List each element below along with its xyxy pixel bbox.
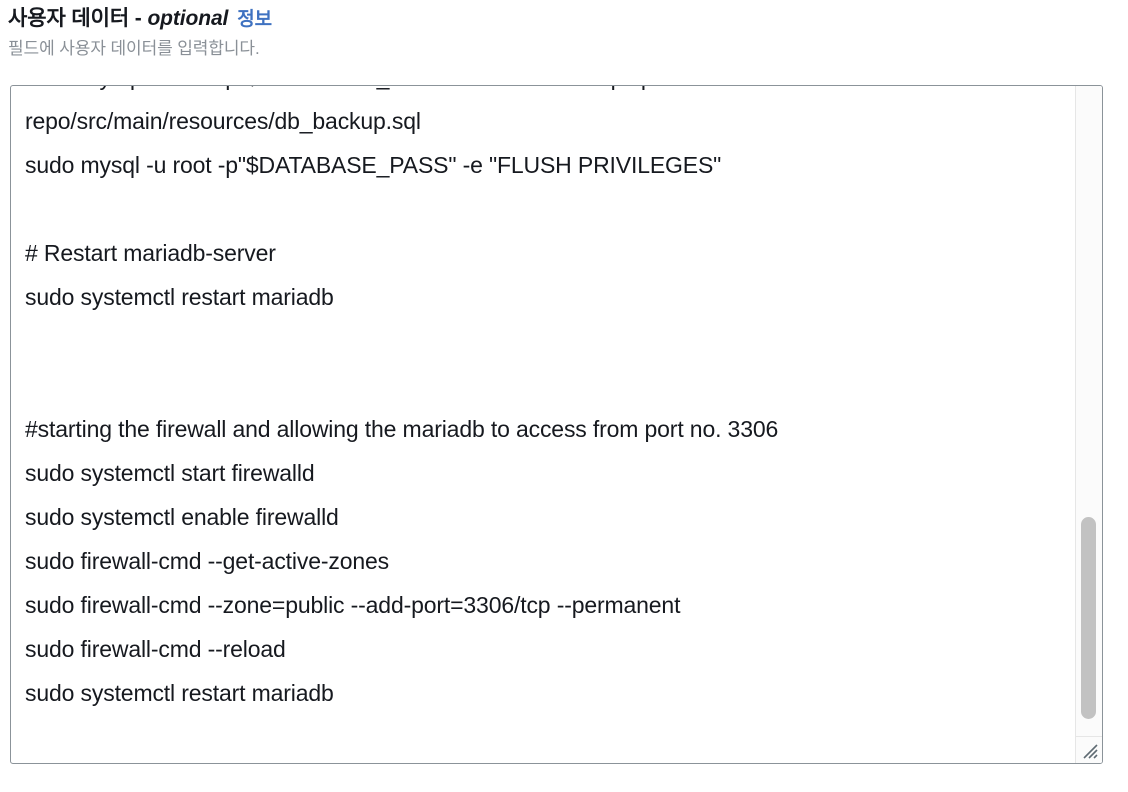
code-line: sudo mysql -u root -p"$DATABASE_PASS" ac… — [25, 86, 710, 134]
code-line: sudo mysql -u root -p"$DATABASE_PASS" -e… — [25, 152, 722, 178]
code-line: sudo firewall-cmd --zone=public --add-po… — [25, 592, 681, 618]
textarea-viewport[interactable]: sudo mysql -u root -p"$DATABASE_PASS" ac… — [11, 86, 1075, 763]
code-line — [25, 187, 1071, 231]
code-line: sudo systemctl enable firewalld — [25, 504, 339, 530]
code-line: sudo systemctl restart mariadb — [25, 284, 334, 310]
code-line: sudo systemctl restart mariadb — [25, 680, 334, 706]
field-header: 사용자 데이터 - optional 정보 필드에 사용자 데이터를 입력합니다. — [8, 5, 1108, 75]
user-data-content[interactable]: sudo mysql -u root -p"$DATABASE_PASS" ac… — [25, 86, 1071, 715]
code-line: # Restart mariadb-server — [25, 240, 276, 266]
field-optional-marker: optional — [147, 7, 229, 30]
scrollbar-thumb-icon[interactable] — [1081, 517, 1096, 719]
code-line — [25, 363, 1071, 407]
code-line: #starting the firewall and allowing the … — [25, 416, 779, 442]
code-line — [25, 319, 1071, 363]
vertical-scrollbar[interactable] — [1075, 86, 1102, 763]
resize-grip-icon[interactable] — [1075, 736, 1102, 763]
code-line: sudo firewall-cmd --get-active-zones — [25, 548, 390, 574]
code-line: sudo firewall-cmd --reload — [25, 636, 286, 662]
code-line: sudo systemctl start firewalld — [25, 460, 315, 486]
field-label-text: 사용자 데이터 — [8, 7, 130, 30]
info-link[interactable]: 정보 — [237, 9, 272, 30]
user-data-textarea[interactable]: sudo mysql -u root -p"$DATABASE_PASS" ac… — [10, 85, 1103, 764]
field-label-separator: - — [129, 7, 148, 30]
field-description: 필드에 사용자 데이터를 입력합니다. — [8, 39, 260, 58]
field-label: 사용자 데이터 - optional 정보 — [8, 5, 1108, 33]
